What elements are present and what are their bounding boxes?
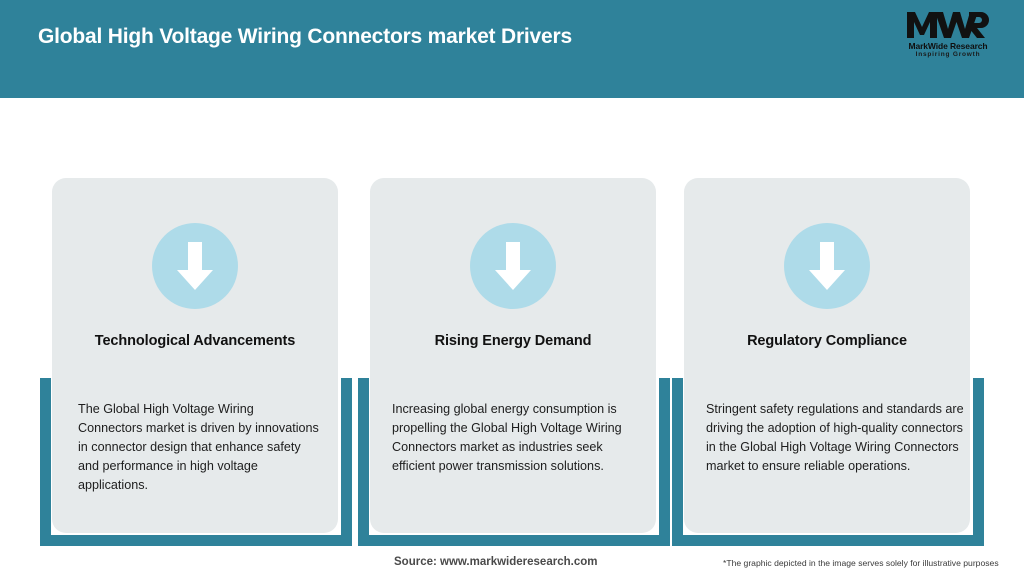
footer-source: Source: www.markwideresearch.com <box>394 556 598 568</box>
card-accent-bracket <box>40 378 352 546</box>
card-accent-bracket <box>672 378 984 546</box>
card-description: Increasing global energy consumption is … <box>392 402 622 473</box>
down-arrow-icon <box>470 223 556 309</box>
card-description: The Global High Voltage Wiring Connector… <box>78 402 319 492</box>
driver-card-3[interactable]: Regulatory Compliance Stringent safety r… <box>668 98 988 576</box>
card-panel: Rising Energy Demand Increasing global e… <box>370 178 656 533</box>
card-title: Technological Advancements <box>94 333 296 349</box>
driver-card-2[interactable]: Rising Energy Demand Increasing global e… <box>354 98 674 576</box>
card-description: Stringent safety regulations and standar… <box>706 402 964 473</box>
header-banner: Global High Voltage Wiring Connectors ma… <box>0 0 1024 98</box>
footer-disclaimer: *The graphic depicted in the image serve… <box>723 558 999 568</box>
logo-tagline: Inspiring Growth <box>915 51 981 58</box>
card-panel: Regulatory Compliance Stringent safety r… <box>684 178 970 533</box>
card-accent-bracket <box>358 378 670 546</box>
drivers-card-row: Technological Advancements The Global Hi… <box>0 98 1024 576</box>
driver-card-1[interactable]: Technological Advancements The Global Hi… <box>36 98 356 576</box>
card-title: Regulatory Compliance <box>747 333 907 349</box>
logo-company-name: MarkWide Research <box>908 41 988 51</box>
page-title: Global High Voltage Wiring Connectors ma… <box>38 25 572 48</box>
card-title: Rising Energy Demand <box>434 333 592 349</box>
down-arrow-icon <box>784 223 870 309</box>
down-arrow-icon <box>152 223 238 309</box>
mwr-logo-mark <box>896 10 1000 40</box>
card-panel: Technological Advancements The Global Hi… <box>52 178 338 533</box>
markwide-research-logo: MarkWide Research Inspiring Growth <box>896 10 1000 66</box>
